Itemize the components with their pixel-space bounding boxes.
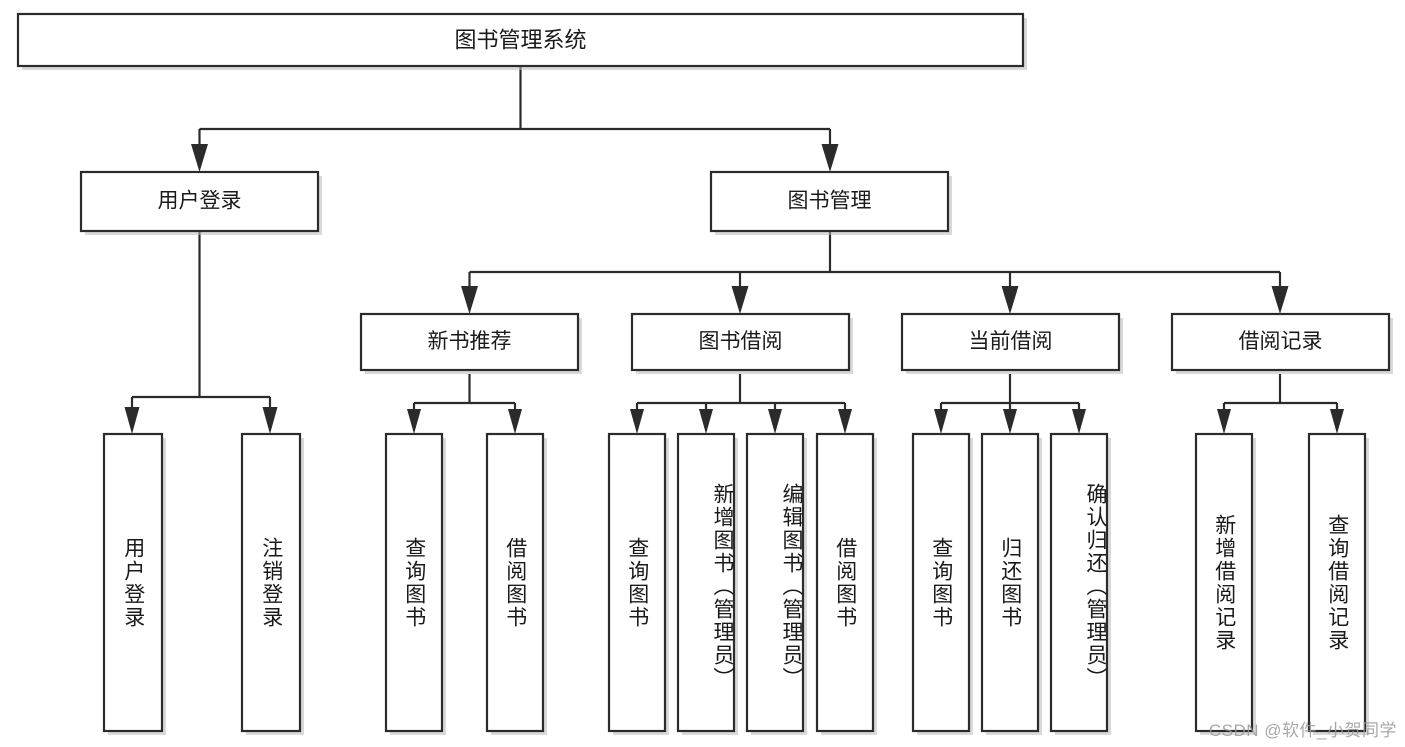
leaf-cb-2-rect[interactable] bbox=[980, 432, 1040, 733]
node-book-borrow-label: 图书借阅 bbox=[699, 330, 783, 353]
arrowhead-leaf-cb-3 bbox=[1072, 409, 1086, 434]
leaf-cb-1-rect[interactable] bbox=[911, 432, 971, 733]
arrowhead-leaf-cb-2 bbox=[1003, 409, 1017, 434]
node-book-borrow-rect[interactable] bbox=[630, 312, 851, 372]
node-book-manage-label: 图书管理 bbox=[788, 190, 872, 213]
leaf-ul-1-rect[interactable] bbox=[102, 432, 164, 733]
arrowhead-leaf-nb-2 bbox=[508, 409, 522, 434]
leaf-group-user-login bbox=[102, 432, 304, 735]
leaf-group-new-book bbox=[384, 432, 547, 735]
leaf-cb-3-rect[interactable] bbox=[1049, 432, 1109, 733]
node-root-rect[interactable] bbox=[16, 12, 1025, 68]
leaf-group-book-borrow bbox=[607, 432, 877, 735]
connector-group-new-book bbox=[407, 374, 522, 434]
connector-group-root bbox=[191, 66, 839, 172]
arrowhead-leaf-ul-2 bbox=[262, 407, 278, 434]
node-current-borrow[interactable]: 当前借阅 bbox=[900, 312, 1123, 374]
leaf-br-1-rect[interactable] bbox=[1194, 432, 1254, 733]
arrowhead-user-login bbox=[191, 144, 208, 172]
arrowhead-leaf-nb-1 bbox=[407, 409, 421, 434]
arrowhead-leaf-bb-1 bbox=[630, 409, 644, 434]
arrowhead-borrow-record bbox=[1271, 286, 1289, 314]
node-book-borrow[interactable]: 图书借阅 bbox=[630, 312, 853, 374]
node-user-login-rect[interactable] bbox=[79, 170, 320, 233]
arrowhead-current-borrow bbox=[1001, 286, 1019, 314]
leaf-nb-2-rect[interactable] bbox=[485, 432, 545, 733]
node-borrow-record-rect[interactable] bbox=[1170, 312, 1391, 372]
leaf-group-current-borrow bbox=[911, 432, 1111, 735]
node-borrow-record[interactable]: 借阅记录 bbox=[1170, 312, 1393, 374]
connector-group-book-manage bbox=[461, 231, 1289, 314]
leaf-ul-2-rect[interactable] bbox=[240, 432, 302, 733]
csdn-watermark: CSDN @软件_小贺同学 bbox=[1208, 721, 1397, 740]
node-borrow-record-label: 借阅记录 bbox=[1239, 330, 1323, 353]
arrowhead-leaf-bb-4 bbox=[838, 409, 852, 434]
arrowhead-book-manage bbox=[821, 144, 839, 172]
node-new-book-label: 新书推荐 bbox=[428, 330, 512, 353]
leaf-bb-1-rect[interactable] bbox=[607, 432, 667, 733]
leaf-br-2-rect[interactable] bbox=[1307, 432, 1367, 733]
node-user-login-label: 用户登录 bbox=[158, 190, 242, 213]
node-root-label: 图书管理系统 bbox=[454, 27, 586, 52]
arrowhead-new-book bbox=[461, 286, 478, 314]
node-current-borrow-label: 当前借阅 bbox=[969, 330, 1053, 353]
node-book-manage-rect[interactable] bbox=[709, 170, 950, 233]
leaf-bb-2-rect[interactable] bbox=[676, 432, 736, 733]
connector-group-book-borrow bbox=[630, 374, 852, 434]
leaf-group-borrow-record bbox=[1194, 432, 1369, 735]
arrowhead-leaf-br-2 bbox=[1330, 409, 1344, 434]
connector-group-user-login bbox=[124, 231, 278, 434]
node-new-book-recommend[interactable]: 新书推荐 bbox=[359, 312, 582, 374]
node-book-manage[interactable]: 图书管理 bbox=[709, 170, 952, 235]
arrowhead-leaf-cb-1 bbox=[934, 409, 948, 434]
arrowhead-leaf-br-1 bbox=[1217, 409, 1231, 434]
node-root[interactable]: 图书管理系统 bbox=[16, 12, 1027, 70]
node-current-borrow-rect[interactable] bbox=[900, 312, 1121, 372]
leaf-bb-4-rect[interactable] bbox=[815, 432, 875, 733]
connector-group-borrow-record bbox=[1217, 374, 1344, 434]
arrowhead-book-borrow bbox=[731, 286, 749, 314]
node-new-book-rect[interactable] bbox=[359, 312, 580, 372]
node-user-login[interactable]: 用户登录 bbox=[79, 170, 322, 235]
arrowhead-leaf-bb-3 bbox=[768, 409, 782, 434]
connector-group-current-borrow bbox=[934, 374, 1086, 434]
arrowhead-leaf-bb-2 bbox=[699, 409, 713, 434]
leaf-nb-1-rect[interactable] bbox=[384, 432, 444, 733]
leaf-bb-3-rect[interactable] bbox=[745, 432, 805, 733]
arrowhead-leaf-ul-1 bbox=[124, 407, 140, 434]
